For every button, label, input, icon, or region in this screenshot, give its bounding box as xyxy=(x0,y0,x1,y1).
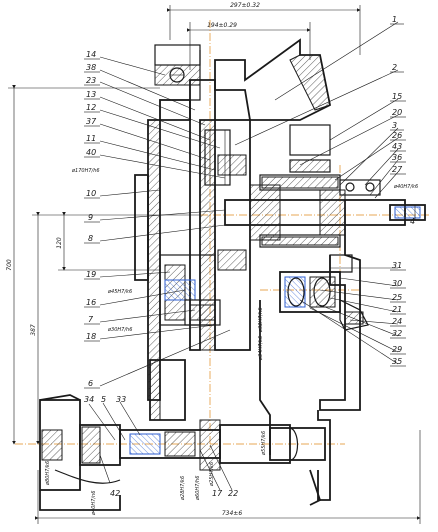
fit-k: ø80H7/k6 xyxy=(45,461,51,486)
label-16: 16 xyxy=(86,298,96,307)
label-29: 29 xyxy=(392,345,402,354)
label-5: 5 xyxy=(101,395,106,404)
fit-h: ø28H7/k6 xyxy=(180,476,186,501)
label-14: 14 xyxy=(86,50,96,59)
fit-e: ø32H7/h6 xyxy=(258,308,264,333)
label-27: 27 xyxy=(392,165,403,174)
dim-top-inner: 194±0.29 xyxy=(207,22,237,29)
label-13: 13 xyxy=(86,90,96,99)
label-25: 25 xyxy=(392,293,402,302)
label-40: 40 xyxy=(86,148,96,157)
bottom-shaft xyxy=(39,394,326,511)
labels-left: 14 38 23 13 12 37 11 40 10 9 8 19 16 7 1… xyxy=(84,50,100,389)
label-6: 6 xyxy=(88,379,93,388)
label-37: 37 xyxy=(86,117,97,126)
labels-right: 1 2 15 20 3 26 43 36 27 4 31 30 25 21 24… xyxy=(390,15,415,367)
dim-left-small: 120 xyxy=(56,237,63,249)
fit-d: ø40H7/k6 xyxy=(393,184,418,190)
label-30: 30 xyxy=(392,279,402,288)
label-22: 22 xyxy=(228,489,238,498)
fit-b: ø45H7/k6 xyxy=(107,289,132,295)
dim-left-mid: 387 xyxy=(30,324,37,336)
label-34: 34 xyxy=(84,395,94,404)
label-32: 32 xyxy=(392,329,402,338)
label-4: 4 xyxy=(410,217,415,226)
pinion-assembly xyxy=(279,254,369,331)
fit-g: ø55H7/k6 xyxy=(261,431,267,456)
leaders xyxy=(88,21,399,491)
dimension-lines xyxy=(8,5,421,524)
label-19: 19 xyxy=(86,270,96,279)
label-42: 42 xyxy=(110,489,120,498)
fit-c: ø30H7/h6 xyxy=(107,327,132,333)
label-3: 3 xyxy=(392,121,397,130)
label-15: 15 xyxy=(392,92,402,101)
fit-i: ø60H7/h6 xyxy=(195,476,201,501)
center-lines xyxy=(15,20,430,450)
label-11: 11 xyxy=(86,134,96,143)
label-9: 9 xyxy=(88,213,93,222)
fit-a: ø170H7/h6 xyxy=(71,168,100,174)
label-33: 33 xyxy=(116,395,126,404)
label-20: 20 xyxy=(392,108,402,117)
label-31: 31 xyxy=(392,261,402,270)
dim-bottom: 734±6 xyxy=(222,510,242,517)
label-23: 23 xyxy=(86,76,96,85)
label-38: 38 xyxy=(86,63,96,72)
main-shaft xyxy=(224,124,426,248)
label-2: 2 xyxy=(392,63,397,72)
label-21: 21 xyxy=(392,305,402,314)
label-35: 35 xyxy=(392,357,402,366)
label-12: 12 xyxy=(86,103,96,112)
fit-f: ø34H7/k6 xyxy=(258,336,264,361)
dim-left-total: 700 xyxy=(6,259,13,271)
label-24: 24 xyxy=(392,317,402,326)
label-36: 36 xyxy=(392,153,402,162)
fit-l: ø40H7/n6 xyxy=(91,491,97,516)
label-26: 26 xyxy=(392,131,402,140)
label-18: 18 xyxy=(86,332,96,341)
label-43: 43 xyxy=(392,142,402,151)
labels-bottom: 34 5 33 22 17 42 xyxy=(84,395,238,498)
label-17: 17 xyxy=(212,489,223,498)
label-1: 1 xyxy=(392,15,397,24)
label-10: 10 xyxy=(86,189,96,198)
dim-top-outer: 297±0.32 xyxy=(230,2,260,9)
label-7: 7 xyxy=(88,315,94,324)
gear-plate xyxy=(159,119,251,351)
label-8: 8 xyxy=(88,234,93,243)
